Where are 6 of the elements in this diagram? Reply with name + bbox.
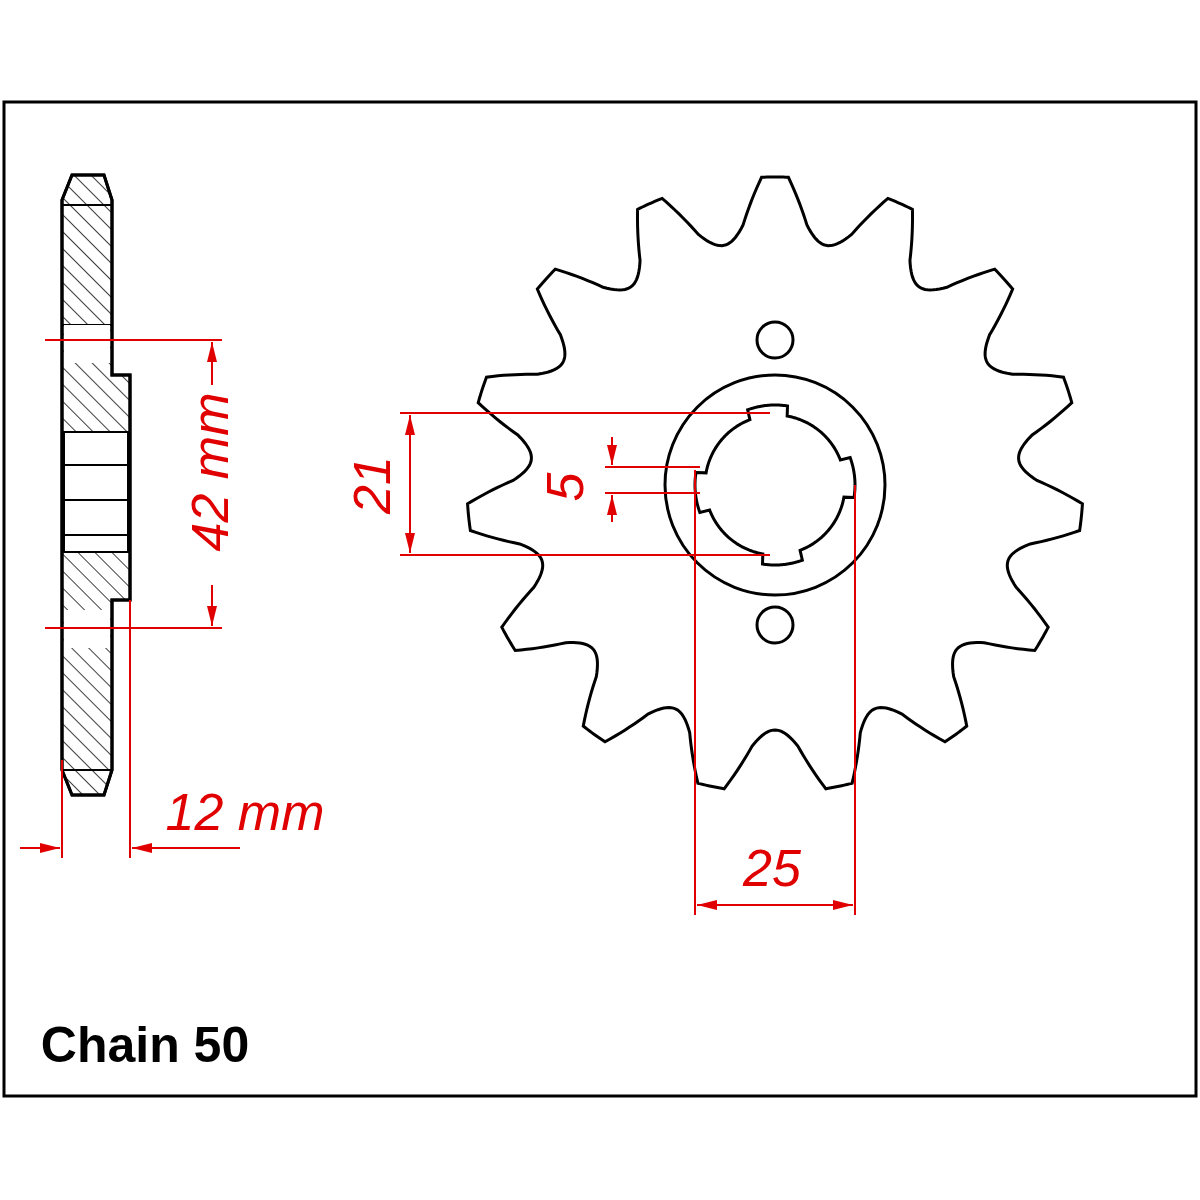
dimension-value: 42 mm bbox=[184, 392, 236, 552]
dimension-value: 12 mm bbox=[165, 786, 325, 838]
chain-size-label: Chain 50 bbox=[40, 1020, 250, 1070]
dimension-value: 25 bbox=[743, 842, 801, 894]
dimension-value: 21 bbox=[346, 456, 398, 514]
dimension-value: 5 bbox=[539, 472, 591, 502]
